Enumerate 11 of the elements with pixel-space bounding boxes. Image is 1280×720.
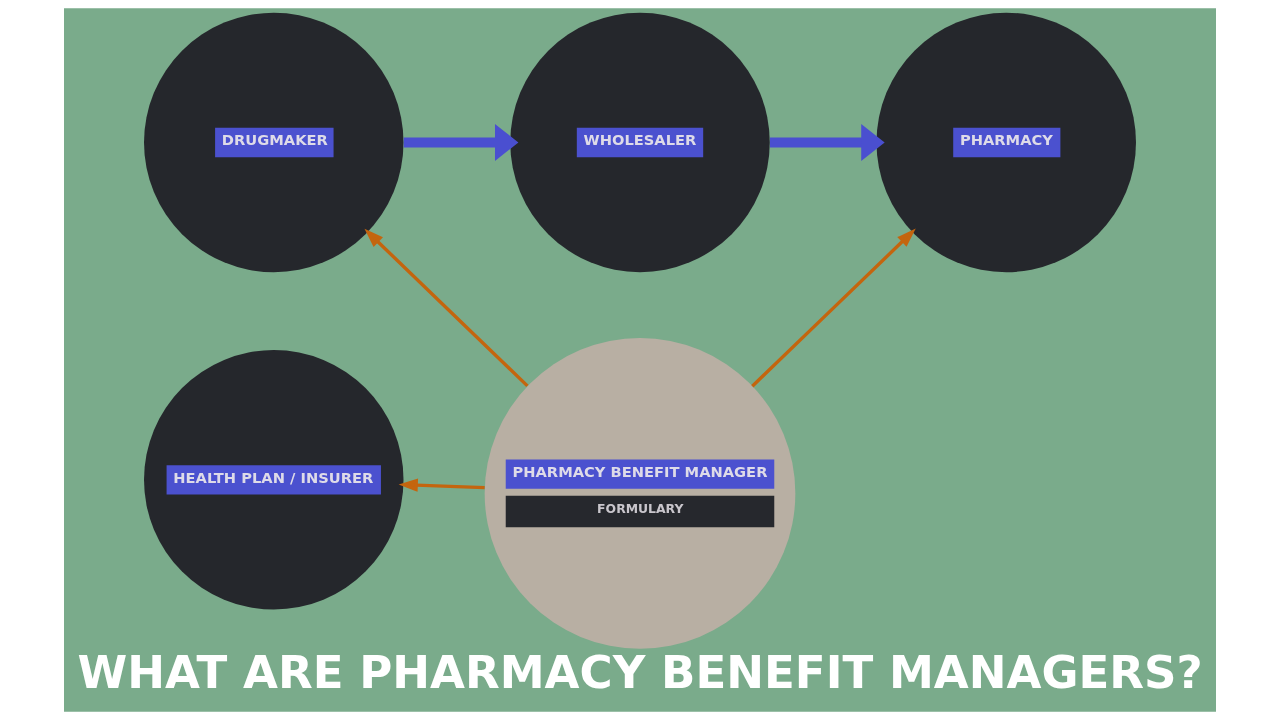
- diagram-title: WHAT ARE PHARMACY BENEFIT MANAGERS?: [77, 646, 1203, 700]
- arrow: [364, 228, 529, 388]
- arrow: [403, 124, 519, 161]
- arrow: [398, 478, 485, 492]
- node-circle: WHOLESALER: [510, 12, 770, 273]
- node-circle: PHARMACY: [876, 12, 1136, 273]
- arrow: [769, 124, 885, 161]
- node-circle: DRUGMAKER: [144, 12, 404, 273]
- node-circle: HEALTH PLAN / INSURER: [144, 350, 404, 610]
- arrow: [751, 228, 916, 388]
- node-circle: PHARMACY BENEFIT MANAGER FORMULARY: [484, 338, 796, 649]
